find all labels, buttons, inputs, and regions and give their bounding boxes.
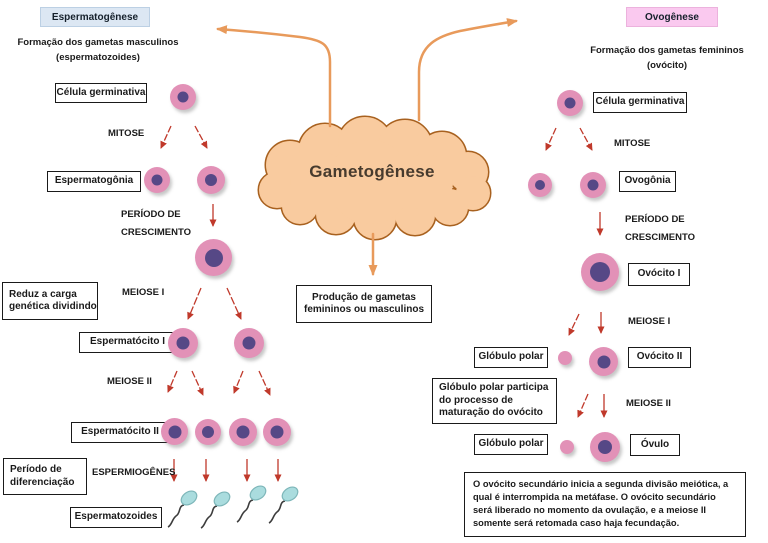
spermatocyte-1-cell-b <box>234 328 264 358</box>
arrow-to-oogenesis <box>417 18 518 122</box>
polar-body-note-box: Glóbulo polar participa do processo de m… <box>432 378 557 424</box>
cell-nucleus <box>590 262 610 282</box>
oocyte-2-cell <box>589 347 618 376</box>
spermatogonia-cell-2 <box>197 166 225 194</box>
oogenesis-header: Ovogênese <box>626 7 718 27</box>
spermatogenesis-subtitle: Formação dos gametas masculinos (esperma… <box>17 37 179 63</box>
meiosis-1-label-right: MEIOSE I <box>628 316 671 327</box>
polar-body-box-1: Glóbulo polar <box>474 347 548 368</box>
spermatocyte-2-cell-c <box>229 418 257 446</box>
oogonia-cell-1 <box>528 173 552 197</box>
primary-spermatocyte-cell <box>195 239 232 276</box>
secondary-oocyte-note: O ovócito secundário inicia a segunda di… <box>464 472 746 537</box>
genetic-load-note-box: Reduz a carga genética dividindo <box>2 282 98 320</box>
cell-nucleus <box>202 426 214 438</box>
oogenesis-header-label: Ovogênese <box>645 11 699 23</box>
polar-body-2 <box>560 440 574 454</box>
spermatocyte-1-box: Espermatócito I <box>79 332 176 353</box>
mitosis-label-left: MITOSE <box>108 128 145 139</box>
cell-nucleus <box>236 425 250 439</box>
oogonia-box: Ovogônia <box>619 171 676 192</box>
differentiation-period-box: Período de diferenciação <box>3 458 87 495</box>
cell-nucleus <box>270 425 284 439</box>
oocyte-2-box: Ovócito II <box>628 347 691 368</box>
cell-nucleus <box>204 248 223 267</box>
cell-nucleus <box>151 174 163 186</box>
spermatogenesis-header-label: Espermatogênese <box>51 11 139 23</box>
spermatocyte-2-cell-a <box>161 418 188 445</box>
spermatogonia-cell-1 <box>144 167 170 193</box>
oocyte-1-box: Ovócito I <box>628 263 690 286</box>
meiosis-1-label-left: MEIOSE I <box>122 287 165 298</box>
cell-nucleus <box>177 91 189 103</box>
spermiogenesis-label: ESPERMIOGÊNES <box>92 467 176 478</box>
sperm-icon <box>200 491 231 529</box>
spermatozoa-box: Espermatozoides <box>70 507 162 528</box>
germ-cell-left <box>170 84 196 110</box>
sperm-icon <box>236 485 267 523</box>
meiosis-2-label-right: MEIOSE II <box>626 398 671 409</box>
oogenesis-subtitle: Formação dos gametas femininos (ovócito) <box>590 45 744 71</box>
polar-body-box-2: Glóbulo polar <box>474 434 548 455</box>
process-arrows <box>160 125 608 482</box>
sperm-cells <box>167 485 299 529</box>
oogonia-cell-2 <box>580 172 606 198</box>
branch-arrows <box>216 18 518 276</box>
cell-nucleus <box>205 174 217 186</box>
spermatogonia-box: Espermatogônia <box>47 171 141 192</box>
spermatogenesis-header: Espermatogênese <box>40 7 150 27</box>
spermatocyte-2-cell-b <box>195 419 221 445</box>
cell-nucleus <box>176 336 190 350</box>
cell-nucleus <box>598 440 612 454</box>
cell-nucleus <box>242 336 256 350</box>
production-box: Produção de gametas femininos ou masculi… <box>296 285 432 323</box>
cell-nucleus <box>168 425 181 438</box>
ovum-box: Óvulo <box>630 434 680 456</box>
germ-cell-right <box>557 90 583 116</box>
cell-nucleus <box>535 180 545 190</box>
meiosis-2-label-left: MEIOSE II <box>107 376 152 387</box>
sperm-icon <box>167 490 198 528</box>
cell-nucleus <box>597 355 610 368</box>
sperm-icon <box>268 486 299 524</box>
cell-nucleus <box>587 179 599 191</box>
mitosis-label-right: MITOSE <box>614 138 651 149</box>
germ-cell-box-left: Célula germinativa <box>55 83 147 103</box>
spermatocyte-2-cell-d <box>263 418 291 446</box>
spermatocyte-1-cell-a <box>168 328 198 358</box>
arrow-to-spermatogenesis <box>216 25 332 128</box>
cloud-shape <box>257 115 492 241</box>
cloud-title: Gametogênese <box>309 162 435 181</box>
polar-body-1 <box>558 351 572 365</box>
growth-period-label-left: PERÍODO DE CRESCIMENTO <box>121 209 192 238</box>
oocyte-1-cell <box>581 253 619 291</box>
cell-nucleus <box>564 97 576 109</box>
growth-period-label-right: PERÍODO DE CRESCIMENTO <box>625 214 696 243</box>
germ-cell-box-right: Célula germinativa <box>593 92 687 113</box>
spermatocyte-2-box: Espermatócito II <box>71 422 169 443</box>
ovum-cell <box>590 432 620 462</box>
